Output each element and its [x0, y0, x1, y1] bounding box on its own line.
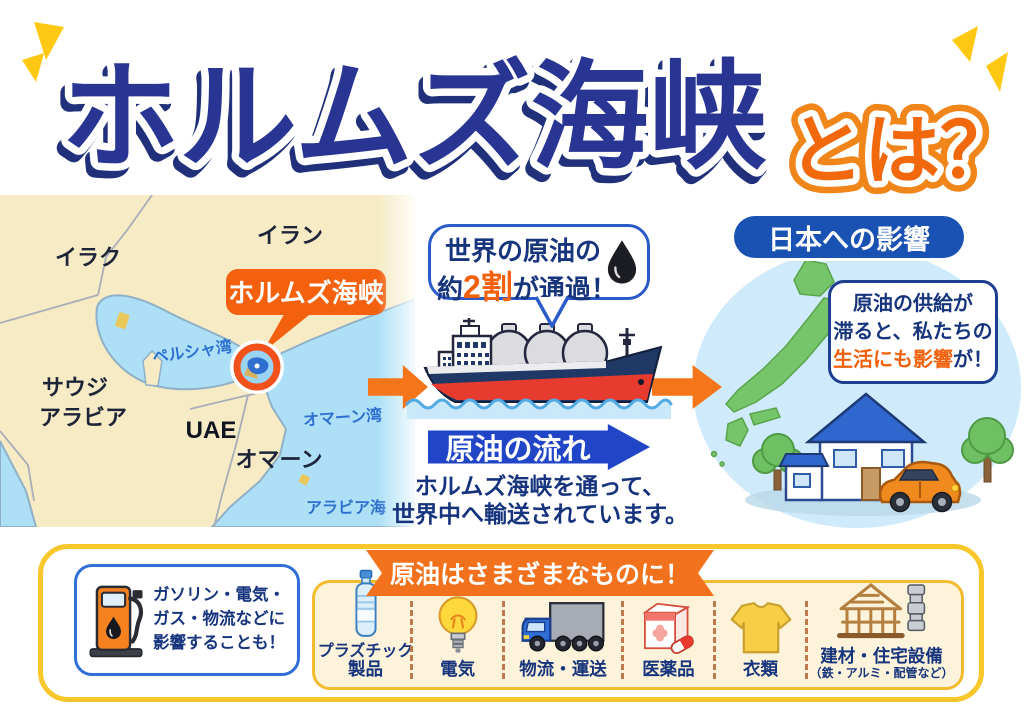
- title-main-shadow: ホルムズ海峡: [56, 60, 762, 192]
- japan-impact-badge: 日本への影響: [734, 216, 964, 258]
- product-item-clothing: 衣類: [716, 583, 805, 687]
- japan-impact-line1: 原油の供給が: [853, 293, 973, 315]
- light-bulb-icon: [438, 596, 478, 654]
- japan-map: [710, 259, 841, 467]
- medicine-icon: [642, 603, 695, 655]
- tree-icon-2: [961, 417, 1014, 483]
- label-saudi-2: アラビア: [39, 405, 127, 430]
- product-item-plastic: プラズチック 製品: [318, 569, 413, 687]
- oil-transit-pre: 約: [437, 273, 464, 304]
- item-separator: [410, 601, 414, 679]
- sea-waves-fill: [407, 400, 671, 419]
- tshirt-icon: [730, 602, 791, 654]
- red-sea-corner: [0, 440, 38, 527]
- oil-transit-bubble: 世界の原油の 約2割が通過！: [428, 224, 650, 305]
- label-iraq: イラク: [55, 245, 121, 270]
- label-uae: UAE: [186, 417, 237, 444]
- oil-products-ribbon-label: 原油はさまざまなものに！: [389, 561, 690, 589]
- item-separator: [805, 601, 809, 679]
- oil-flow-caption-line2: 世界中へ輸送されています。: [391, 501, 688, 528]
- impact-note-line2: ガス・物流などに: [153, 610, 285, 629]
- product-item-logistics: 物流・運送: [505, 583, 621, 687]
- map-right-fade: [378, 195, 420, 527]
- oil-transit-text: 世界の原油の 約2割が通過！: [437, 236, 617, 307]
- oil-flow-arrow: 原油の流れ: [428, 424, 650, 470]
- gulf-of-oman-water: [210, 297, 415, 527]
- country-borders: [0, 195, 259, 527]
- oil-transit-highlight: 2割: [463, 268, 513, 305]
- impact-note-text: ガソリン・電気・ ガス・物流などに 影響することも！: [153, 584, 285, 656]
- label-oman: オマーン: [236, 447, 323, 472]
- sparkle-right-icon: [952, 26, 1008, 92]
- impact-note-line3: 影響することも！: [153, 633, 285, 652]
- product-item-building: 建材・住宅設備 （鉄・アルミ・配管など）: [808, 583, 955, 687]
- ship-deck-strip: [427, 361, 606, 374]
- strait-badge-label: ホルムズ海峡: [228, 278, 384, 308]
- strait-badge-tail: [262, 311, 314, 353]
- oil-flow-arrow-label: 原油の流れ: [445, 434, 591, 466]
- building-materials-icon: [836, 583, 925, 639]
- title-suffix: とは？: [788, 109, 1016, 194]
- item-separator: [712, 601, 716, 679]
- item-separator: [620, 601, 624, 679]
- japan-impact-post: が！: [953, 349, 993, 371]
- ship-superstructure: [437, 318, 493, 372]
- pipe-icon: [906, 584, 925, 632]
- page-title: ホルムズ海峡 ホルムズ海峡 とは？ とは？: [22, 22, 1024, 207]
- oil-transit-line1: 世界の原油の: [444, 236, 601, 266]
- sea-waves-line: [405, 398, 673, 410]
- strait-ring-dot: [254, 363, 260, 369]
- oil-flow-caption: ホルムズ海峡を通って、 世界中へ輸送されています。: [385, 472, 695, 528]
- truck-icon: [521, 602, 605, 652]
- japan-impact-highlight: 生活にも影響: [833, 349, 953, 371]
- label-iran: イラン: [257, 223, 323, 248]
- label-arabian-sea: アラビア海: [306, 498, 386, 517]
- japan-impact-text: 原油の供給が 滞ると、私たちの 生活にも影響が！: [833, 290, 993, 374]
- car-icon: [878, 460, 962, 513]
- oil-products-ribbon: 原油はさまざまなものに！: [366, 550, 714, 596]
- lng-tanker-ship: [405, 318, 673, 419]
- oil-drop-icon: [607, 240, 637, 284]
- fuel-pump-icon: [89, 585, 143, 658]
- sparkle-left-icon: [22, 22, 64, 82]
- product-item-electricity: 電気: [413, 583, 502, 687]
- item-separator: [502, 601, 506, 679]
- japan-impact-badge-label: 日本への影響: [768, 224, 930, 255]
- title-suffix-outline: とは？: [788, 109, 1016, 194]
- impact-note-card: ガソリン・電気・ ガス・物流などに 影響することも！: [74, 564, 300, 676]
- ship-red-stripe: [431, 374, 653, 400]
- ship-anchor: [638, 379, 644, 385]
- label-saudi-1: サウジ: [42, 375, 108, 400]
- product-item-medicine: 医薬品: [624, 583, 713, 687]
- qatar-peninsula: [142, 349, 163, 387]
- oil-flow-caption-line1: ホルムズ海峡を通って、: [414, 473, 666, 499]
- oil-products-card: プラズチック 製品 電気: [312, 569, 964, 690]
- middle-east-map: イラク イラン サウジ アラビア UAE オマーン ペルシャ湾 オマーン湾 アラ…: [0, 195, 415, 527]
- title-main: ホルムズ海峡: [61, 52, 767, 184]
- bubble-tail-icon: [534, 296, 570, 328]
- house-frame-icon: [839, 583, 902, 638]
- strait-ring: [233, 343, 281, 391]
- impact-note-line1: ガソリン・電気・: [153, 586, 285, 605]
- japan-impact-bubble: 原油の供給が 滞ると、私たちの 生活にも影響が！: [828, 280, 998, 384]
- japan-impact-line2: 滞ると、私たちの: [833, 321, 993, 343]
- strait-badge: [226, 269, 386, 315]
